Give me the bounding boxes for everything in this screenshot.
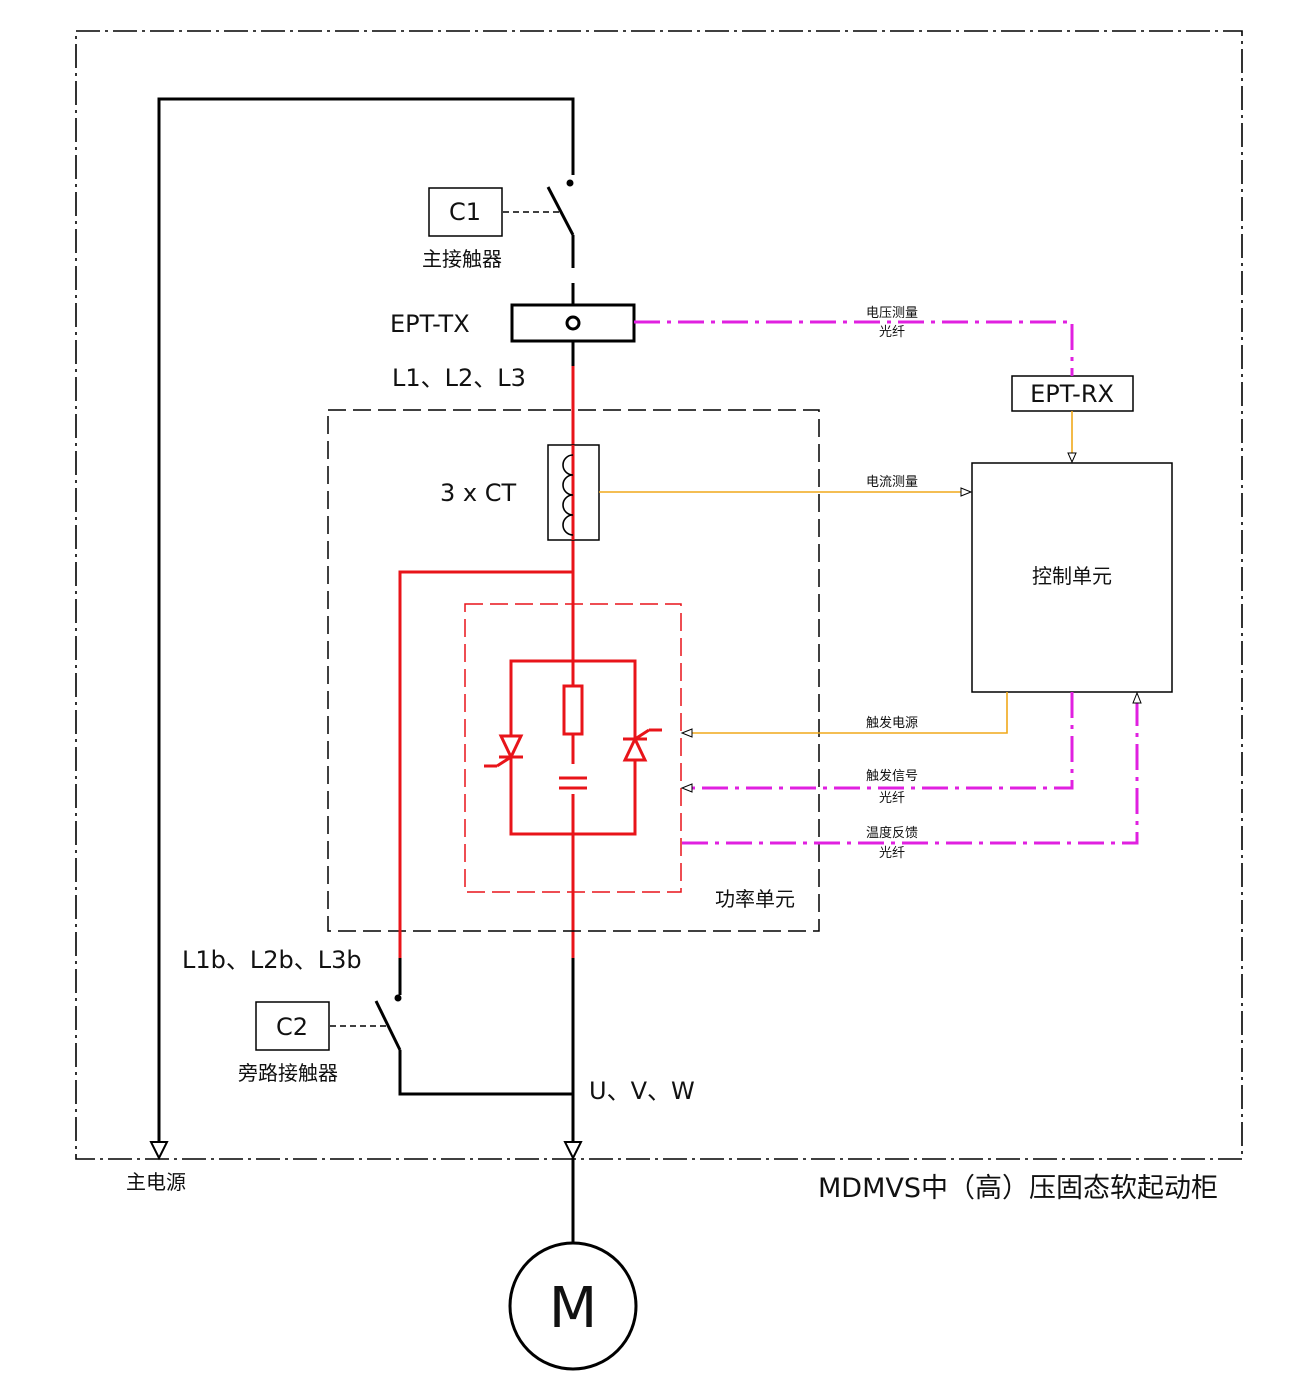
trigger-signal-label: 触发信号 xyxy=(866,768,918,784)
bypass-return xyxy=(398,1050,573,1096)
c1-box xyxy=(428,187,503,237)
bypass-line-label: L1b、L2b、L3b xyxy=(182,946,362,974)
motor-label: M xyxy=(549,1276,597,1341)
contactor-switch-icon xyxy=(374,994,402,1051)
ground-arrow-icon xyxy=(149,1141,169,1161)
ept-tx-core-icon xyxy=(565,315,581,331)
c2-box xyxy=(255,1001,330,1051)
ept-rx-label: EPT-RX xyxy=(1030,380,1114,408)
cabinet-title: MDMVS中（高）压固态软起动柜 xyxy=(818,1173,1218,1204)
thyristor-icon xyxy=(484,734,524,768)
main-power-line xyxy=(157,97,575,1142)
voltage-fiber xyxy=(634,320,1074,376)
temp-feedback-fiber xyxy=(682,702,1139,845)
trigger-power-line xyxy=(692,692,1008,734)
main-power-label: 主电源 xyxy=(126,1170,186,1194)
c2-caption: 旁路接触器 xyxy=(238,1061,338,1085)
thyristor-module-box xyxy=(464,603,682,893)
control-unit-label: 控制单元 xyxy=(1032,564,1112,588)
input-line-label: L1、L2、L3 xyxy=(392,364,526,392)
temp-fiber-label: 光纤 xyxy=(879,846,905,861)
c1-caption: 主接触器 xyxy=(422,247,502,271)
bypass-conductor xyxy=(398,570,573,958)
voltage-measure-label: 电压测量 xyxy=(866,306,918,321)
arrow-icon xyxy=(680,728,693,738)
arrow-icon xyxy=(1132,691,1142,704)
arrow-icon xyxy=(680,783,693,793)
capacitor-icon xyxy=(559,764,587,794)
c1-box-label: C1 xyxy=(449,198,481,226)
trigger-signal-fiber xyxy=(692,692,1074,790)
ct-label: 3 x CT xyxy=(440,479,516,507)
temp-feedback-label: 温度反馈 xyxy=(866,825,918,841)
ept-tx-label: EPT-TX xyxy=(390,310,470,338)
thyristor-icon xyxy=(622,728,662,762)
c2-box-label: C2 xyxy=(276,1013,308,1041)
resistor-icon xyxy=(562,684,584,736)
power-unit-label: 功率单元 xyxy=(715,887,795,911)
motor-icon xyxy=(508,1241,638,1371)
contactor-switch-icon xyxy=(546,179,575,268)
ept-tx-box xyxy=(510,303,636,343)
control-unit-box xyxy=(971,462,1173,693)
arrow-icon xyxy=(960,487,973,497)
trigger-power-label: 触发电源 xyxy=(866,715,918,731)
arrow-icon xyxy=(1067,452,1077,464)
trigger-fiber-label: 光纤 xyxy=(879,791,905,806)
power-unit-box xyxy=(327,409,820,932)
current-measure-label: 电流测量 xyxy=(866,475,918,490)
voltage-fiber-label: 光纤 xyxy=(879,325,905,340)
output-line-label: U、V、W xyxy=(589,1077,695,1105)
current-transformer-icon xyxy=(562,454,574,536)
ground-arrow-icon xyxy=(563,1141,583,1161)
